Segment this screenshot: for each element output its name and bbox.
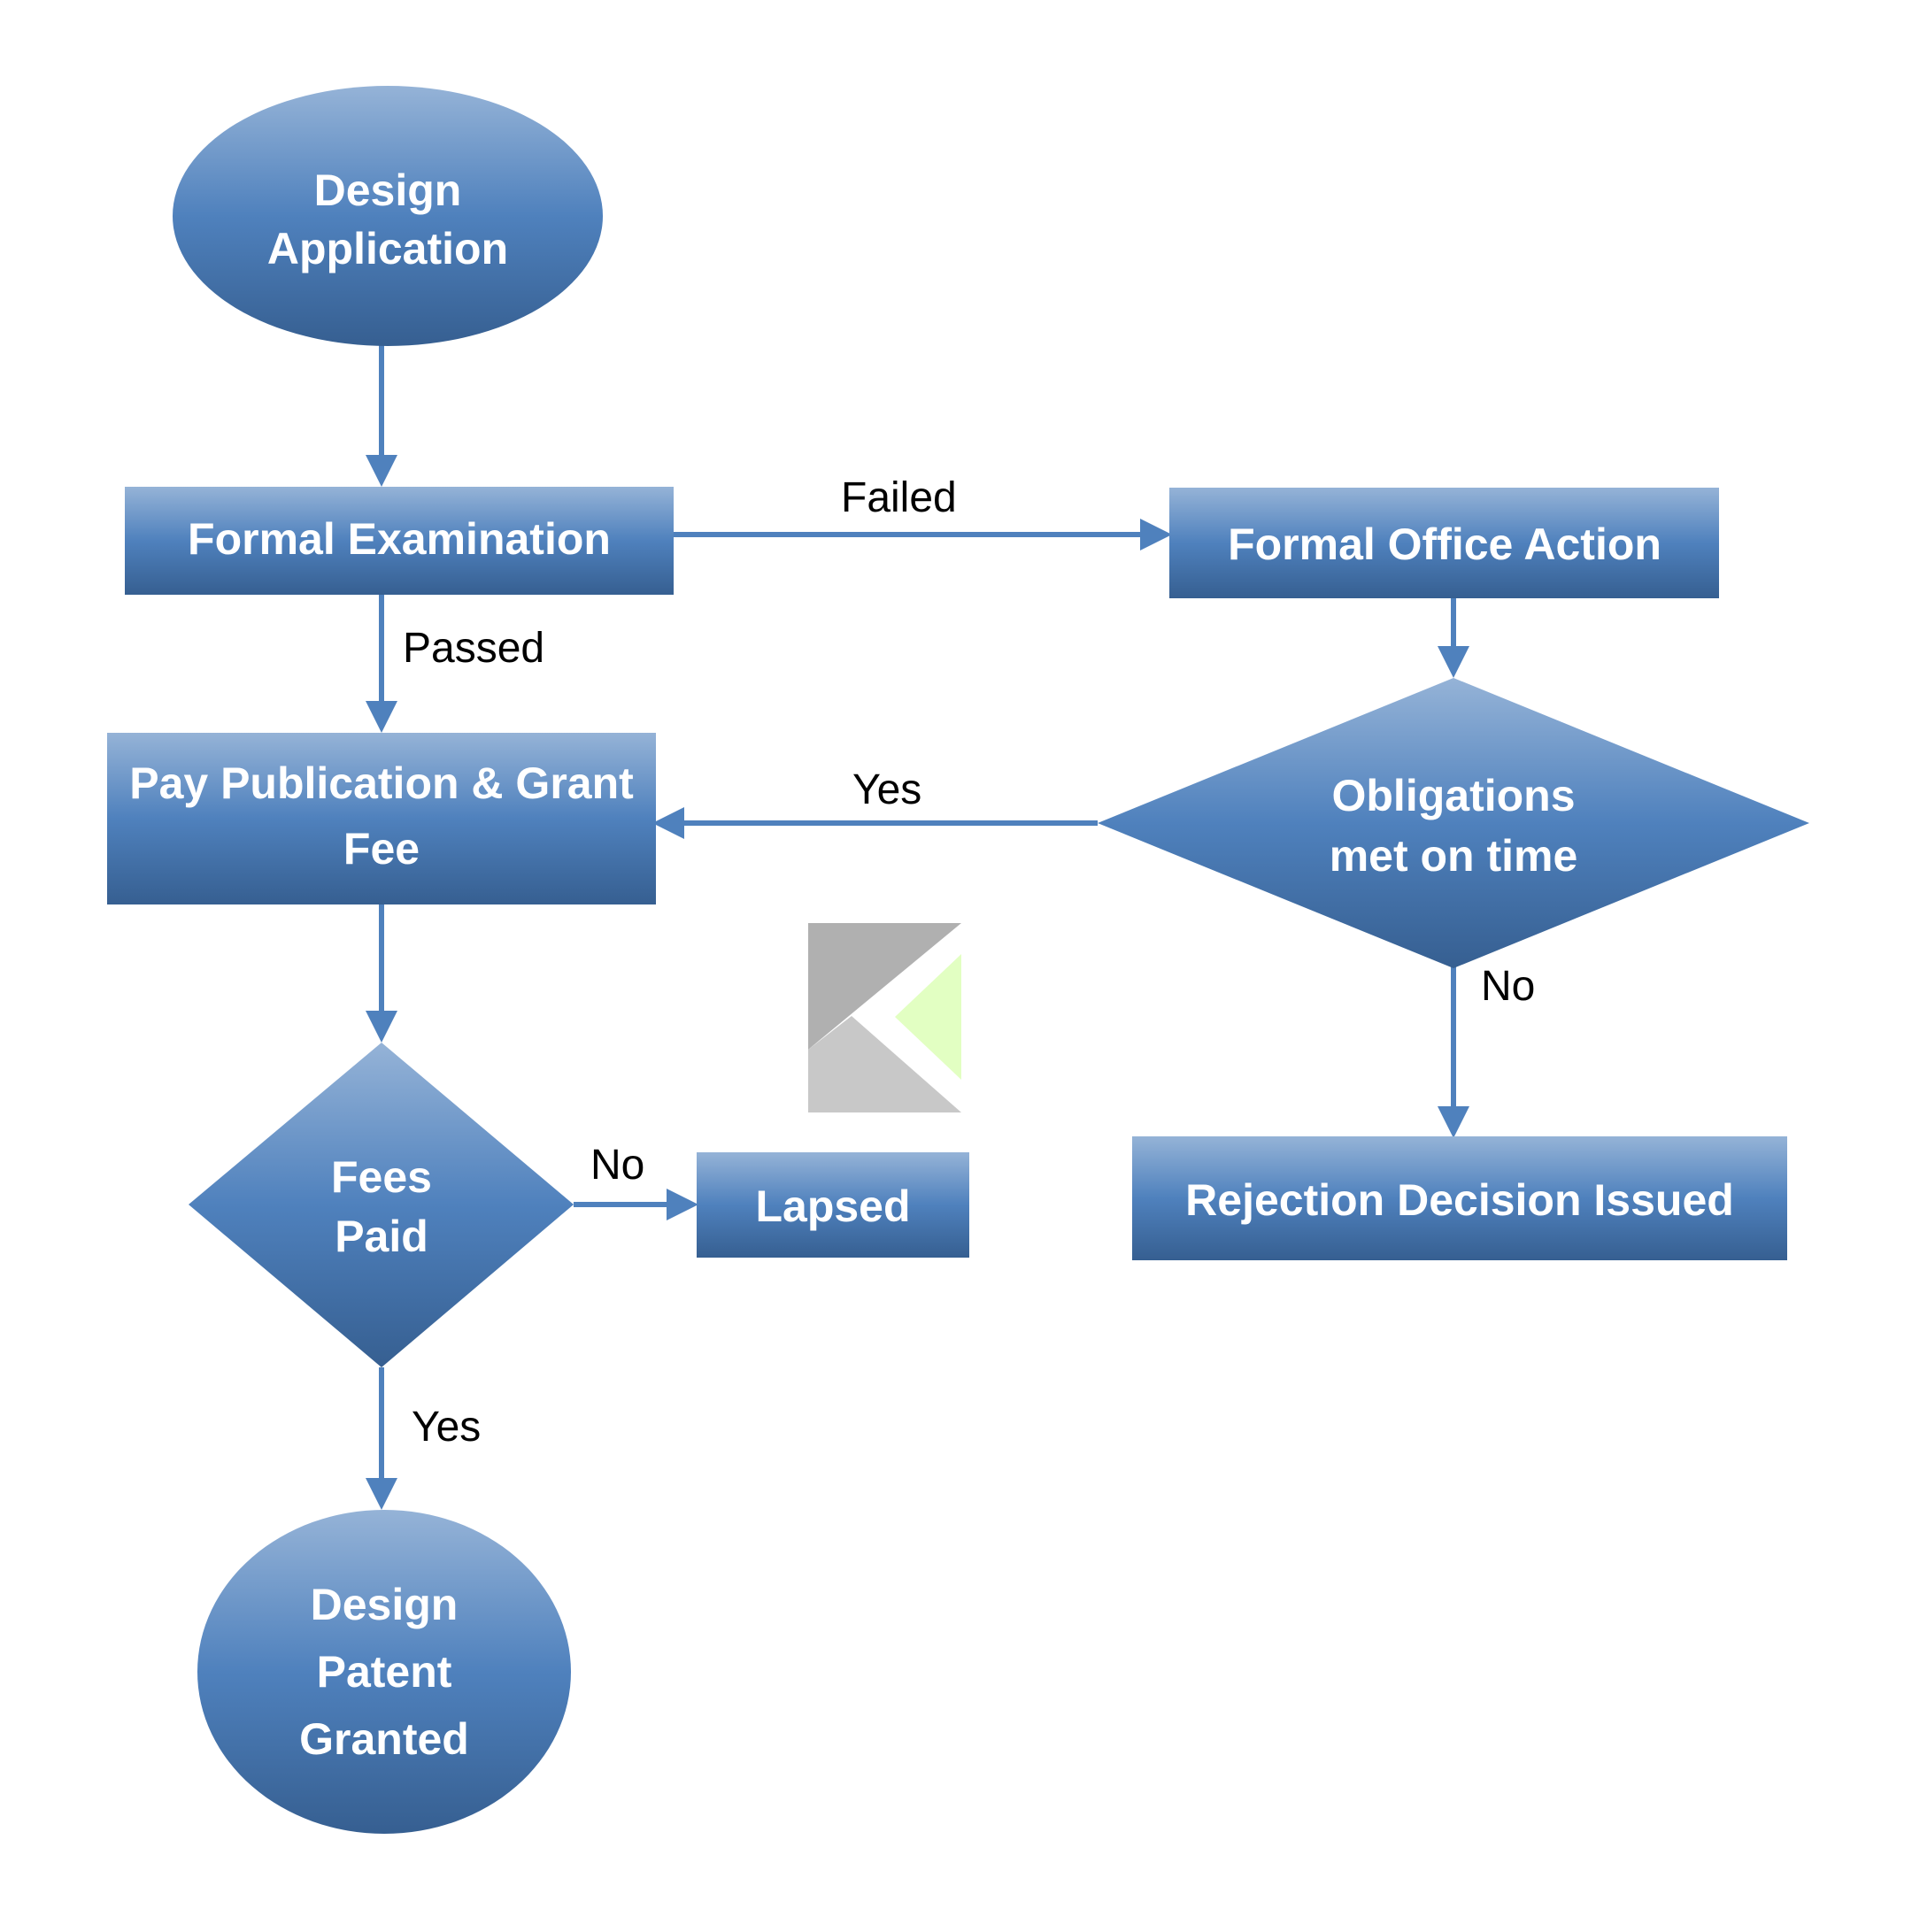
node-lapsed: Lapsed [697,1152,969,1258]
node-pay-fee-line-2: Fee [343,824,420,874]
node-rejection: Rejection Decision Issued [1132,1136,1787,1260]
edge-label-obligations-yes: Yes [852,766,921,813]
node-fees-paid-line-2: Paid [335,1212,428,1261]
node-formal-office-action-label: Formal Office Action [1228,520,1661,569]
node-design-application-line-1: Design [314,165,462,215]
edge-label-passed: Passed [403,625,544,672]
node-fees-paid-line-1: Fees [331,1152,432,1202]
watermark-logo [808,923,961,1112]
edge-label-failed: Failed [841,474,957,521]
node-design-application: Design Application [173,86,603,346]
node-granted-line-2: Patent [317,1647,452,1697]
node-lapsed-label: Lapsed [755,1182,910,1231]
node-obligations-decision: Obligations met on time [1098,678,1809,968]
node-granted-line-1: Design [311,1580,459,1629]
node-obligations-line-2: met on time [1330,831,1578,881]
edge-label-fees-yes: Yes [412,1404,481,1451]
node-fees-paid-decision: Fees Paid [189,1043,574,1367]
node-rejection-label: Rejection Decision Issued [1185,1175,1734,1225]
node-pay-fee-line-1: Pay Publication & Grant [129,758,634,808]
node-design-patent-granted: Design Patent Granted [197,1510,571,1834]
node-formal-office-action: Formal Office Action [1169,488,1719,598]
node-design-application-line-2: Application [267,224,508,273]
node-pay-fee: Pay Publication & Grant Fee [107,733,656,904]
node-granted-line-3: Granted [299,1714,469,1764]
node-formal-examination: Formal Examination [125,487,674,595]
edge-label-fees-no: No [590,1142,644,1189]
node-obligations-line-1: Obligations [1332,771,1576,820]
node-formal-examination-label: Formal Examination [188,514,611,564]
edge-label-obligations-no: No [1481,963,1535,1010]
